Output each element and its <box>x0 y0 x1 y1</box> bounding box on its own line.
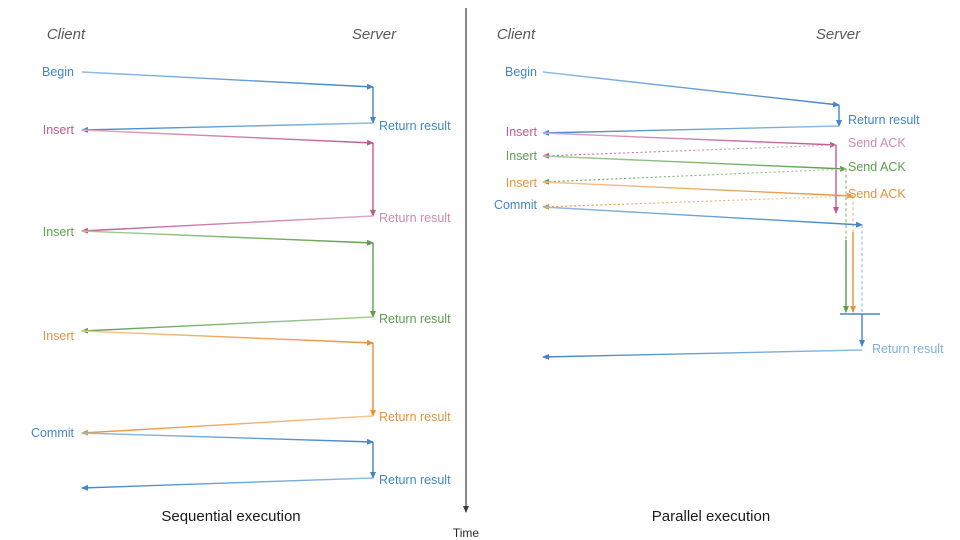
parallel-server-lane-title: Server <box>816 26 861 43</box>
parallel-message-insert-1: Insert Send ACK <box>506 125 906 214</box>
parallel-message-begin: Begin Return result <box>505 65 920 136</box>
response-label-insert-3: Return result <box>379 410 451 424</box>
response-label-commit: Return result <box>379 473 451 487</box>
parallel-response-arrow-commit <box>542 349 863 360</box>
parallel-request-arrow-begin <box>542 71 840 108</box>
request-arrow-begin <box>81 71 374 90</box>
request-arrow-insert-2 <box>81 230 374 246</box>
request-label-insert-2: Insert <box>43 225 75 239</box>
parallel-response-arrow-begin <box>542 125 840 136</box>
response-arrow-insert-3 <box>81 415 374 436</box>
request-arrow-commit <box>81 432 374 445</box>
response-arrow-insert-1 <box>81 215 374 234</box>
request-label-insert-1: Insert <box>43 123 75 137</box>
response-arrow-begin <box>81 122 374 133</box>
sequential-message-insert-2: Insert Return result <box>43 225 451 334</box>
request-arrow-insert-3 <box>81 330 374 346</box>
sequential-message-insert-3: Insert Return result <box>43 329 451 436</box>
request-label-begin: Begin <box>42 65 74 79</box>
sequential-message-begin: Begin Return result <box>42 65 451 133</box>
parallel-request-label-insert-1: Insert <box>506 125 538 139</box>
parallel-ack-arrow-insert-1 <box>542 144 837 159</box>
request-label-commit: Commit <box>31 426 75 440</box>
parallel-ack-label-insert-3: Send ACK <box>848 187 906 201</box>
parallel-ack-arrow-insert-2 <box>542 168 847 185</box>
parallel-ack-label-insert-2: Send ACK <box>848 160 906 174</box>
request-label-insert-3: Insert <box>43 329 75 343</box>
parallel-message-insert-3: Insert Send ACK <box>506 176 906 313</box>
parallel-caption: Parallel execution <box>652 508 770 525</box>
response-label-begin: Return result <box>379 119 451 133</box>
response-label-insert-2: Return result <box>379 312 451 326</box>
parallel-ack-label-insert-1: Send ACK <box>848 136 906 150</box>
parallel-request-label-begin: Begin <box>505 65 537 79</box>
time-axis-label: Time <box>453 526 480 540</box>
parallel-request-label-insert-3: Insert <box>506 176 538 190</box>
panel-sequential: Client Server Begin Return result Insert… <box>31 26 451 525</box>
sequential-caption: Sequential execution <box>161 508 300 525</box>
parallel-request-label-insert-2: Insert <box>506 149 538 163</box>
response-label-insert-1: Return result <box>379 211 451 225</box>
sequential-server-lane-title: Server <box>352 26 397 43</box>
parallel-ack-arrow-insert-3 <box>542 195 854 210</box>
parallel-request-label-commit: Commit <box>494 198 538 212</box>
parallel-request-arrow-commit <box>542 206 863 228</box>
time-axis: Time <box>453 8 480 540</box>
parallel-request-arrow-insert-3 <box>542 181 854 199</box>
parallel-response-label-commit: Return result <box>872 342 944 356</box>
parallel-response-label-begin: Return result <box>848 113 920 127</box>
parallel-message-insert-2: Insert Send ACK <box>506 149 906 313</box>
parallel-message-commit: Commit Return result <box>494 198 944 360</box>
sequential-message-commit: Commit Return result <box>31 426 451 491</box>
sequential-message-insert-1: Insert Return result <box>43 123 451 234</box>
response-arrow-commit <box>81 477 374 491</box>
request-arrow-insert-1 <box>81 129 374 146</box>
response-arrow-insert-2 <box>81 316 374 334</box>
parallel-request-arrow-insert-2 <box>542 155 847 172</box>
parallel-client-lane-title: Client <box>497 26 536 43</box>
sequential-client-lane-title: Client <box>47 26 86 43</box>
parallel-request-arrow-insert-1 <box>542 132 837 148</box>
panel-parallel: Client Server Begin Return result Insert… <box>494 26 944 525</box>
